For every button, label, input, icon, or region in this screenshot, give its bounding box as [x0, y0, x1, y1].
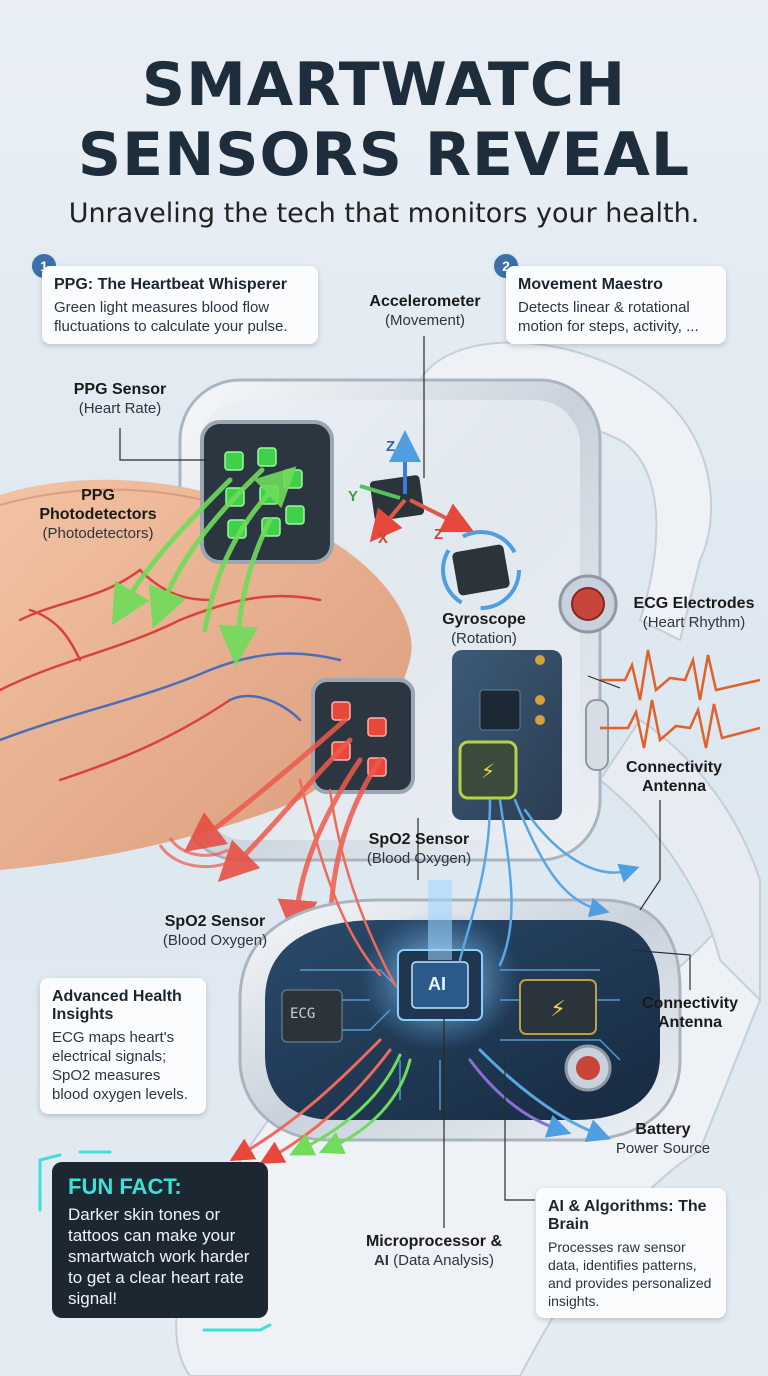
ecg-electrodes-desc: (Heart Rhythm): [642, 614, 746, 631]
spo2-left-desc: (Blood Oxygen): [162, 932, 268, 949]
axis-z2-label: Z: [434, 526, 444, 543]
ppg-sensor-label: PPG Sensor (Heart Rate): [40, 380, 200, 418]
advanced-health-card-text: ECG maps heart's electrical signals; SpO…: [52, 1029, 188, 1103]
page-subtitle: Unraveling the tech that monitors your h…: [68, 198, 700, 229]
ai-card-title: AI & Algorithms: The Brain: [548, 1198, 707, 1233]
movement-card-text: Detects linear & rotational motion for s…: [518, 299, 699, 335]
microprocessor-name: Microprocessor &: [365, 1233, 503, 1250]
ppg-sensor-name: PPG Sensor: [73, 381, 167, 398]
axis-x-label: X: [378, 530, 389, 547]
axis-z-label: Z: [386, 438, 396, 455]
spo2-left-name: SpO2 Sensor: [164, 913, 266, 930]
microprocessor-desc: (Data Analysis): [393, 1252, 495, 1269]
spo2-center-desc: (Blood Oxygen): [366, 850, 472, 867]
ppg-photodetectors-label: PPG Photodetectors (Photodetectors): [26, 486, 170, 543]
ppg-photodetectors-desc: (Photodetectors): [42, 525, 154, 542]
ppg-sensor-desc: (Heart Rate): [78, 400, 162, 417]
battery-label: Battery Power Source: [604, 1120, 722, 1158]
ai-card: AI & Algorithms: The Brain Processes raw…: [536, 1188, 726, 1318]
connectivity-antenna-bottom-name: Connectivity Antenna: [641, 995, 738, 1031]
gyroscope-desc: (Rotation): [451, 630, 517, 647]
ecg-electrodes-name: ECG Electrodes: [633, 595, 755, 612]
connectivity-antenna-label-bottom: Connectivity Antenna: [630, 994, 750, 1032]
ai-card-text: Processes raw sensor data, identifies pa…: [548, 1239, 712, 1309]
accelerometer-name: Accelerometer: [369, 293, 481, 310]
microprocessor-name2: AI: [373, 1252, 389, 1269]
connectivity-antenna-label-top: Connectivity Antenna: [612, 758, 736, 796]
ecg-chip-label: ECG: [290, 1006, 316, 1022]
ppg-card-text: Green light measures blood flow fluctuat…: [54, 299, 288, 335]
microprocessor-desc-line: AI (Data Analysis): [352, 1251, 516, 1270]
ai-chip-label: AI: [428, 974, 446, 994]
advanced-health-card-title: Advanced Health Insights: [52, 988, 182, 1023]
gyroscope-name: Gyroscope: [442, 611, 526, 628]
ppg-card: PPG: The Heartbeat Whisperer Green light…: [42, 266, 318, 344]
connectivity-antenna-top-name: Connectivity Antenna: [625, 759, 722, 795]
movement-card: Movement Maestro Detects linear & rotati…: [506, 266, 726, 344]
fun-fact-box: FUN FACT: Darker skin tones or tattoos c…: [52, 1162, 268, 1318]
microprocessor-label: Microprocessor & AI (Data Analysis): [352, 1232, 516, 1270]
battery-desc: Power Source: [615, 1140, 711, 1157]
battery-name: Battery: [635, 1121, 691, 1138]
ppg-card-title: PPG: The Heartbeat Whisperer: [54, 276, 287, 293]
page-title-line2: SENSORS REVEAL: [77, 120, 691, 190]
svg-text:⚡: ⚡: [550, 997, 565, 1022]
spo2-sensor-label-center: SpO2 Sensor (Blood Oxygen): [354, 830, 484, 868]
accelerometer-label: Accelerometer (Movement): [350, 292, 500, 330]
svg-text:⚡: ⚡: [481, 759, 495, 783]
gyroscope-label: Gyroscope (Rotation): [424, 610, 544, 648]
fun-fact-text: Darker skin tones or tattoos can make yo…: [68, 1205, 250, 1308]
ppg-photodetectors-name: PPG Photodetectors: [39, 487, 157, 523]
spo2-center-name: SpO2 Sensor: [368, 831, 470, 848]
fun-fact-title: FUN FACT:: [68, 1174, 182, 1199]
spo2-sensor-label-left: SpO2 Sensor (Blood Oxygen): [150, 912, 280, 950]
movement-card-title: Movement Maestro: [518, 276, 663, 293]
advanced-health-card: Advanced Health Insights ECG maps heart'…: [40, 978, 206, 1114]
page-title-line1: SMARTWATCH: [141, 50, 627, 120]
ecg-electrodes-label: ECG Electrodes (Heart Rhythm): [620, 594, 768, 632]
axis-y-label: Y: [348, 488, 359, 505]
accelerometer-desc: (Movement): [384, 312, 466, 329]
